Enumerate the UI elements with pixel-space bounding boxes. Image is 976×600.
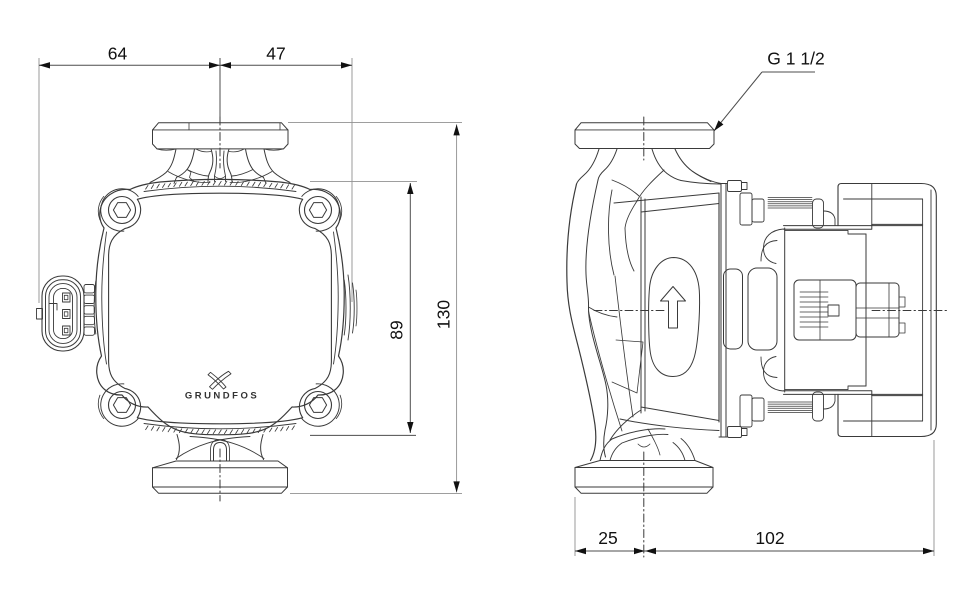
svg-text:GRUNDFOS: GRUNDFOS [185,391,259,402]
svg-text:47: 47 [266,44,285,64]
svg-text:64: 64 [108,44,128,64]
svg-text:25: 25 [598,528,617,548]
svg-text:102: 102 [755,528,784,548]
svg-text:G 1 1/2: G 1 1/2 [767,49,824,69]
svg-text:89: 89 [387,320,407,339]
svg-text:130: 130 [434,300,454,329]
